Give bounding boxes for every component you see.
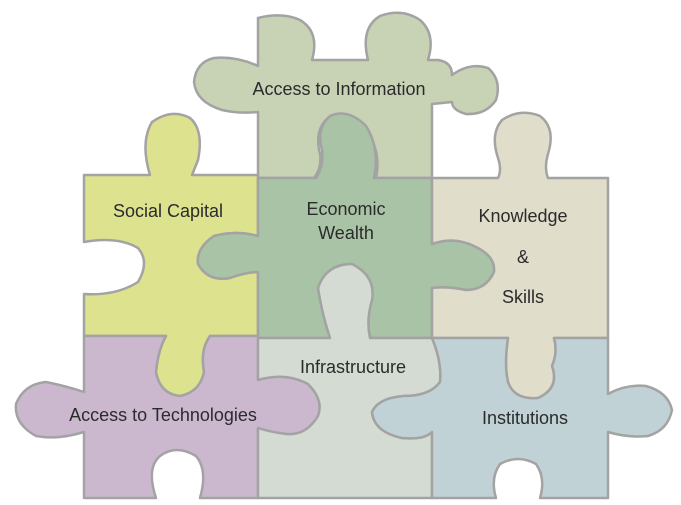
label-ampersand: & — [517, 247, 529, 267]
label-infrastructure: Infrastructure — [300, 357, 406, 377]
label-economic-wealth-line-1: Economic — [306, 199, 385, 219]
label-access-to-information: Access to Information — [252, 79, 425, 99]
piece-access-to-information — [192, 11, 499, 180]
label-economic-wealth-line-2: Wealth — [318, 223, 374, 243]
piece-institutions — [370, 336, 674, 500]
label-knowledge: Knowledge — [478, 206, 567, 226]
label-institutions: Institutions — [482, 408, 568, 428]
label-access-to-technologies: Access to Technologies — [69, 405, 257, 425]
label-social-capital: Social Capital — [113, 201, 223, 221]
label-skills: Skills — [502, 287, 544, 307]
